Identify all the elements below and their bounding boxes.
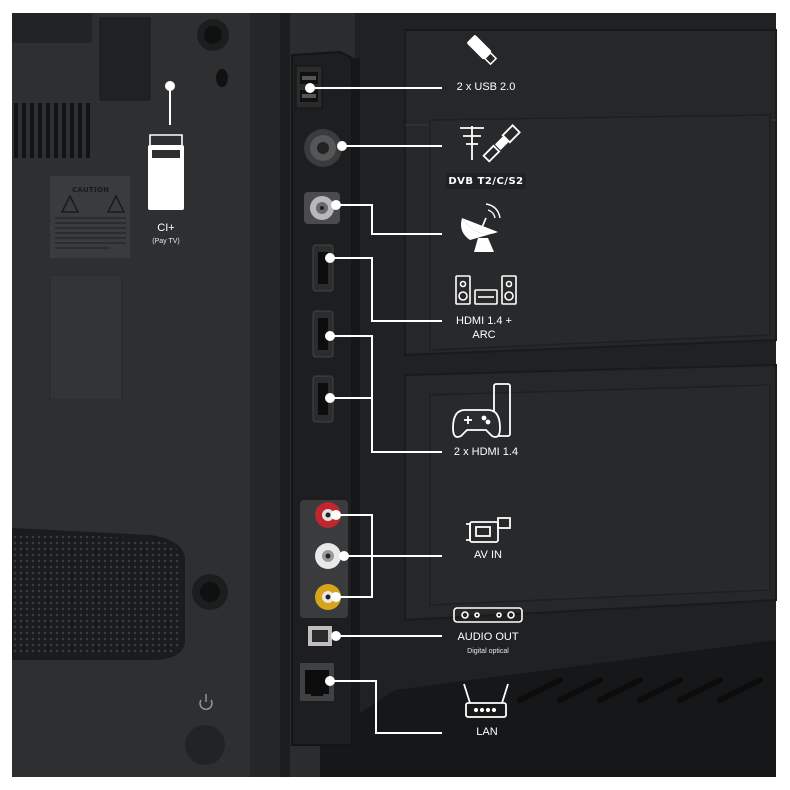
ci-slot-recess [99,17,151,101]
dvb-badge-bg [446,173,526,189]
hdmi-arc-label-line2: ARC [472,329,496,341]
vent-top [14,103,90,158]
dvb-badge: DVB T2/C/S2 [448,176,524,187]
audio-out-label: AUDIO OUT [457,631,519,643]
usb-stick-icon [467,35,498,66]
ci-card-icon [148,134,184,210]
coax-cable-icon [482,124,521,163]
caution-sticker [50,176,130,258]
home-theater-icon [455,275,517,305]
caution-heading: CAUTION [72,186,110,194]
ci-label: CI+ [157,222,175,234]
label-plate [49,274,123,401]
usb-label: 2 x USB 2.0 [456,81,516,93]
game-console-icon [452,383,511,438]
camcorder-icon [466,517,511,543]
hdmi-label: 2 x HDMI 1.4 [453,446,519,458]
ci-sublabel: (Pay TV) [152,238,180,245]
av-in-label: AV IN [474,549,502,561]
power-icon [199,694,213,710]
hdmi-arc-label-line1: HDMI 1.4 + [456,315,512,327]
audio-out-sublabel: Digital optical [467,648,509,655]
stand-base [320,640,776,777]
satellite-dish-icon [461,203,501,252]
lan-label: LAN [476,726,498,738]
router-icon [463,683,509,718]
soundbar-icon [453,607,523,623]
antenna-icon [460,126,484,160]
callout-lines [165,81,442,734]
